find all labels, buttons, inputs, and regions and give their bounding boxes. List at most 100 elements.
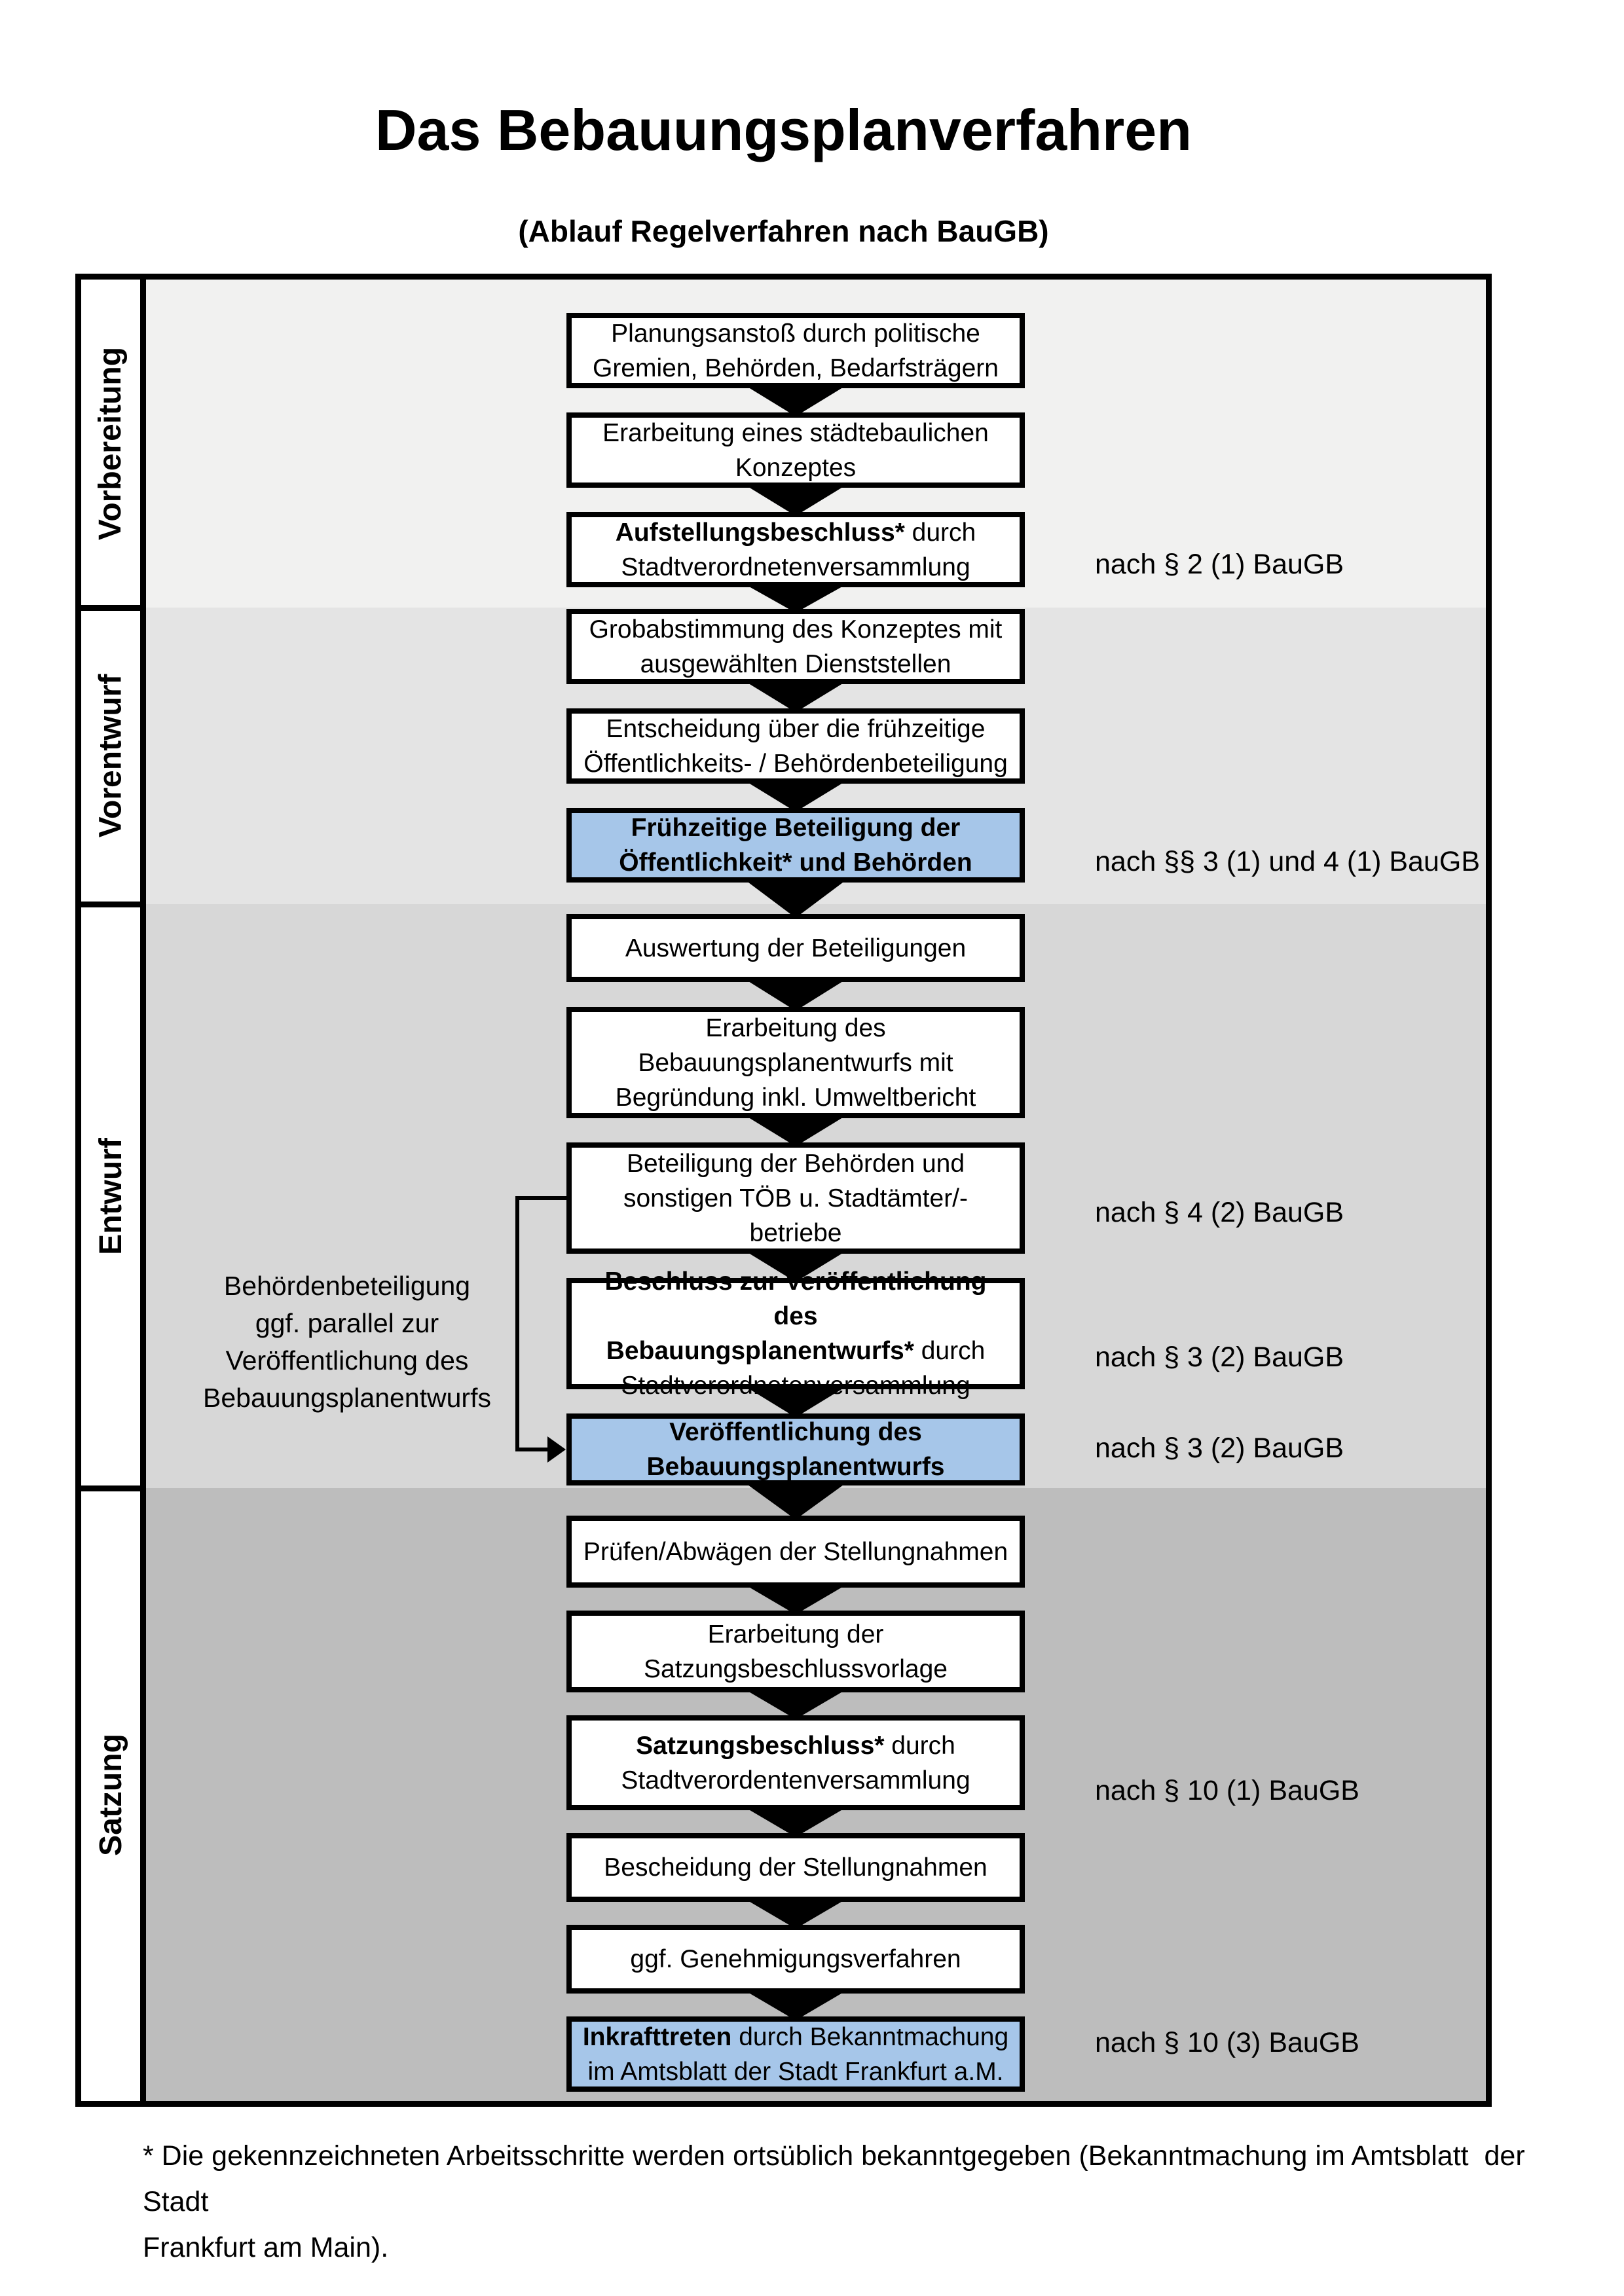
flow-box-text: Beteiligung der Behörden und (626, 1149, 965, 1178)
flow-box-b15: Bescheidung der Stellungnahmen (566, 1833, 1025, 1902)
flow-box-b17: Inkrafttreten durch Bekanntmachung im Amt… (566, 2016, 1025, 2092)
flow-box-line: Entscheidung über die frühzeitige (606, 712, 986, 746)
side-note-line: Bebauungsplanentwurfs (203, 1383, 491, 1413)
flow-box-line: Beteiligung der Behörden und (627, 1146, 965, 1181)
phase-cell-satzung: Satzung (75, 1488, 146, 2101)
flow-box-line: Bebauungsplanentwurfs* durch (606, 1334, 986, 1368)
flow-box-text: Inkrafttreten (582, 2022, 732, 2051)
phase-divider (75, 605, 146, 611)
flow-box-text: Bebauungsplanentwurfs* (606, 1337, 914, 1365)
flow-box-text: Entscheidung über die frühzeitige (606, 714, 986, 743)
phase-cell-entwurf: Entwurf (75, 904, 146, 1488)
flow-box-text: durch (913, 1337, 986, 1365)
flow-box-b16: ggf. Genehmigungsverfahren (566, 1925, 1025, 1994)
flow-box-line: Auswertung der Beteiligungen (625, 931, 966, 966)
flow-box-line: Bebauungsplanentwurfs (646, 1449, 944, 1484)
phase-label-satzung: Satzung (93, 1733, 128, 1856)
flow-box-b4: Grobabstimmung des Konzeptes mit ausgewäh… (566, 609, 1025, 684)
flow-box-text: Stadtverordentenversammlung (621, 1766, 970, 1795)
flow-box-line: Veröffentlichung des (669, 1415, 922, 1449)
flow-box-text: Veröffentlichung des (669, 1418, 922, 1446)
flow-box-text: Erarbeitung der (707, 1620, 884, 1649)
flow-box-text: Planungsanstoß durch politische (611, 319, 980, 348)
connector-line-bottom (515, 1448, 549, 1451)
flow-box-line: Öffentlichkeit* und Behörden (619, 845, 972, 880)
flow-box-text: Öffentlichkeit* und Behörden (619, 848, 972, 877)
flow-box-text: Bescheidung der Stellungnahmen (604, 1853, 987, 1882)
flow-box-text: Prüfen/Abwägen der Stellungnahmen (583, 1537, 1008, 1566)
down-arrow-icon (743, 1385, 848, 1417)
flow-box-line: sonstigen TÖB u. Stadtämter/-betriebe (580, 1181, 1012, 1250)
flow-box-line: Erarbeitung des (705, 1011, 885, 1046)
flow-box-text: Aufstellungsbeschluss* (615, 518, 905, 547)
phase-cell-vorentwurf: Vorentwurf (75, 608, 146, 904)
flow-box-text: Konzeptes (735, 453, 857, 482)
phase-divider (75, 1485, 146, 1491)
flow-box-line: Prüfen/Abwägen der Stellungnahmen (583, 1535, 1008, 1569)
flow-box-b9: Beteiligung der Behörden und sonstigen TÖ… (566, 1142, 1025, 1254)
flow-box-line: ggf. Genehmigungsverfahren (630, 1942, 961, 1977)
flow-box-line: Satzungsbeschlussvorlage (644, 1652, 948, 1686)
flow-box-text: Auswertung der Beteiligungen (625, 934, 967, 962)
flow-box-text: Bebauungsplanentwurfs (646, 1453, 945, 1481)
connector-line-top (515, 1196, 566, 1200)
flow-box-text: Stadtverordnetenversammlung (621, 553, 970, 581)
down-arrow-icon (743, 1482, 848, 1520)
flow-box-line: Grobabstimmung des Konzeptes mit (589, 612, 1003, 647)
down-arrow-icon (743, 583, 848, 613)
flow-box-text: Satzungsbeschlussvorlage (644, 1654, 948, 1683)
flow-box-text: Bebauungsplanentwurfs mit (638, 1048, 953, 1077)
flow-box-text: Gremien, Behörden, Bedarfsträgern (592, 354, 999, 382)
down-arrow-icon (743, 1114, 848, 1146)
flow-box-text: Begründung inkl. Umweltbericht (615, 1083, 976, 1112)
flow-box-text: durch Bekanntmachung (731, 2022, 1009, 2051)
legal-ref-b9: nach § 4 (2) BauGB (1095, 1197, 1344, 1228)
page-subtitle: (Ablauf Regelverfahren nach BauGB) (518, 214, 1049, 248)
flow-box-text: Satzungsbeschluss* (636, 1731, 885, 1760)
side-note-line: Behördenbeteiligung (223, 1271, 471, 1301)
flow-box-text: durch (904, 518, 976, 547)
phase-divider (75, 902, 146, 907)
flow-box-line: Inkrafttreten durch Bekanntmachung (583, 2020, 1008, 2054)
flow-box-text: Grobabstimmung des Konzeptes mit (589, 615, 1003, 644)
flow-box-line: Planungsanstoß durch politische (611, 316, 980, 351)
phase-label-column (75, 274, 146, 2107)
flow-box-text: Öffentlichkeits- / Behördenbeteiligung (583, 749, 1008, 778)
flow-box-b12: Prüfen/Abwägen der Stellungnahmen (566, 1516, 1025, 1588)
side-note-line: ggf. parallel zur (255, 1308, 439, 1338)
flow-box-text: Erarbeitung eines städtebaulichen (602, 418, 989, 447)
down-arrow-icon (743, 1990, 848, 2020)
phase-cell-vorbereitung: Vorbereitung (75, 280, 146, 608)
flow-box-line: im Amtsblatt der Stadt Frankfurt a.M. (587, 2054, 1003, 2089)
down-arrow-icon (743, 1250, 848, 1282)
flow-box-b7: Auswertung der Beteiligungen (566, 914, 1025, 982)
flow-box-text: durch (884, 1731, 955, 1760)
footnote: * Die gekennzeichneten Arbeitsschritte w… (143, 2140, 1525, 2263)
down-arrow-icon (743, 978, 848, 1011)
phase-label-vorbereitung: Vorbereitung (93, 346, 128, 541)
flow-box-line: Aufstellungsbeschluss* durch (616, 515, 976, 550)
down-arrow-icon (743, 1584, 848, 1614)
side-note-line: Veröffentlichung des (225, 1345, 469, 1376)
down-arrow-icon (743, 780, 848, 812)
flow-box-line: Begründung inkl. Umweltbericht (616, 1080, 976, 1115)
flow-box-line: Erarbeitung eines städtebaulichen (602, 416, 989, 450)
flow-box-line: Satzungsbeschluss* durch (636, 1728, 955, 1763)
flow-box-text: ausgewählten Dienststellen (640, 649, 951, 678)
flow-box-line: Gremien, Behörden, Bedarfsträgern (593, 351, 999, 386)
down-arrow-icon (743, 680, 848, 712)
down-arrow-icon (743, 1688, 848, 1719)
flow-box-line: Bescheidung der Stellungnahmen (604, 1850, 987, 1885)
flow-box-text: im Amtsblatt der Stadt Frankfurt a.M. (587, 2057, 1004, 2086)
flow-box-text: Erarbeitung des (705, 1013, 886, 1042)
